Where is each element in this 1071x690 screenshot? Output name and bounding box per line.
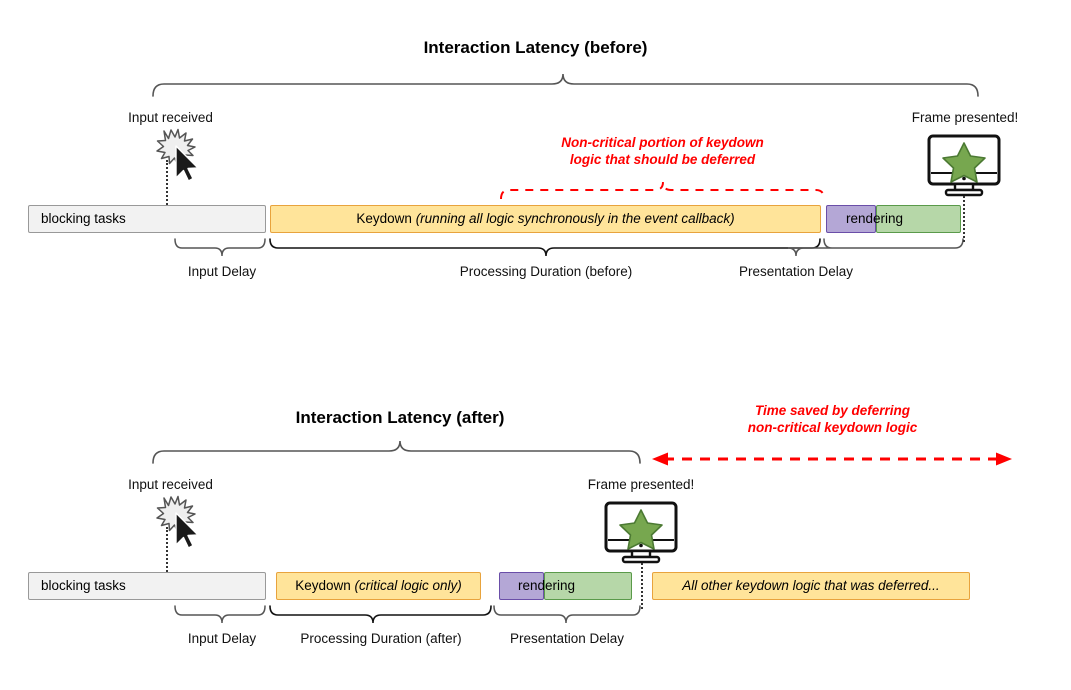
after-blocking-tasks-bar[interactable]: blocking tasks xyxy=(28,572,266,600)
before-section-title: Interaction Latency (before) xyxy=(423,38,648,57)
before-frame-presented-label: Frame presented! xyxy=(911,110,1019,125)
after-keydown-bar[interactable]: Keydown (critical logic only) xyxy=(276,572,481,600)
before-red-dashed-bracket xyxy=(500,181,825,200)
after-red-annotation: Time saved by deferring non-critical key… xyxy=(640,403,1025,437)
after-keydown-label: Keydown (critical logic only) xyxy=(295,578,462,594)
before-blocking-tasks-label: blocking tasks xyxy=(41,211,126,227)
monitor-icon xyxy=(604,501,678,564)
after-input-delay-brace xyxy=(174,605,266,624)
before-presentation-brace xyxy=(787,238,964,257)
time-saved-arrow xyxy=(652,452,1012,466)
after-rendering-green-bar[interactable] xyxy=(544,572,632,600)
after-frame-presented-label: Frame presented! xyxy=(587,477,695,492)
before-input-delay-label: Input Delay xyxy=(187,264,257,279)
burst-icon xyxy=(156,128,196,166)
after-input-delay-label: Input Delay xyxy=(187,631,257,646)
cursor-icon xyxy=(175,512,199,549)
after-blocking-tasks-label: blocking tasks xyxy=(41,578,126,594)
star-icon xyxy=(942,142,986,183)
after-rendering-purple-bar[interactable] xyxy=(499,572,544,600)
after-input-received-label: Input received xyxy=(128,477,213,492)
star-icon xyxy=(619,509,663,550)
cursor-icon xyxy=(175,145,199,182)
before-keydown-italic-label: (running all logic synchronously in the … xyxy=(415,211,735,227)
after-rendering-label: rendering xyxy=(518,578,576,593)
before-rendering-label: rendering xyxy=(846,211,904,226)
after-deferred-logic-label: All other keydown logic that was deferre… xyxy=(682,578,940,594)
after-keydown-italic-label: (critical logic only) xyxy=(354,578,462,594)
before-latency-brace xyxy=(152,73,979,97)
before-rendering-purple-bar[interactable] xyxy=(826,205,876,233)
after-deferred-logic-bar[interactable]: All other keydown logic that was deferre… xyxy=(652,572,970,600)
after-red-annotation-line2: non-critical keydown logic xyxy=(747,419,918,435)
after-latency-brace xyxy=(152,440,641,464)
after-processing-brace xyxy=(269,605,492,624)
after-input-connector xyxy=(166,527,168,579)
after-red-annotation-line1: Time saved by deferring xyxy=(754,403,911,418)
before-frame-connector xyxy=(963,196,965,242)
monitor-icon xyxy=(927,134,1001,197)
after-processing-duration-label: Processing Duration (after) xyxy=(300,631,462,646)
before-red-annotation-line1: Non-critical portion of keydown xyxy=(561,135,764,150)
before-rendering-green-bar[interactable] xyxy=(876,205,961,233)
before-presentation-delay-label: Presentation Delay xyxy=(738,264,854,279)
before-processing-brace xyxy=(269,238,821,257)
before-processing-duration-label: Processing Duration (before) xyxy=(459,264,633,279)
before-blocking-tasks-bar[interactable]: blocking tasks xyxy=(28,205,266,233)
before-input-connector xyxy=(166,160,168,212)
after-presentation-brace xyxy=(493,605,641,624)
before-input-delay-brace xyxy=(174,238,266,257)
before-red-annotation: Non-critical portion of keydown logic th… xyxy=(470,135,855,169)
before-red-annotation-line2: logic that should be deferred xyxy=(569,151,756,167)
before-keydown-bar[interactable]: Keydown (running all logic synchronously… xyxy=(270,205,821,233)
after-section-title: Interaction Latency (after) xyxy=(295,408,505,427)
after-presentation-delay-label: Presentation Delay xyxy=(509,631,625,646)
after-frame-connector xyxy=(641,563,643,609)
before-input-received-label: Input received xyxy=(128,110,213,125)
before-keydown-label: Keydown (running all logic synchronously… xyxy=(356,211,735,227)
burst-icon xyxy=(156,495,196,533)
